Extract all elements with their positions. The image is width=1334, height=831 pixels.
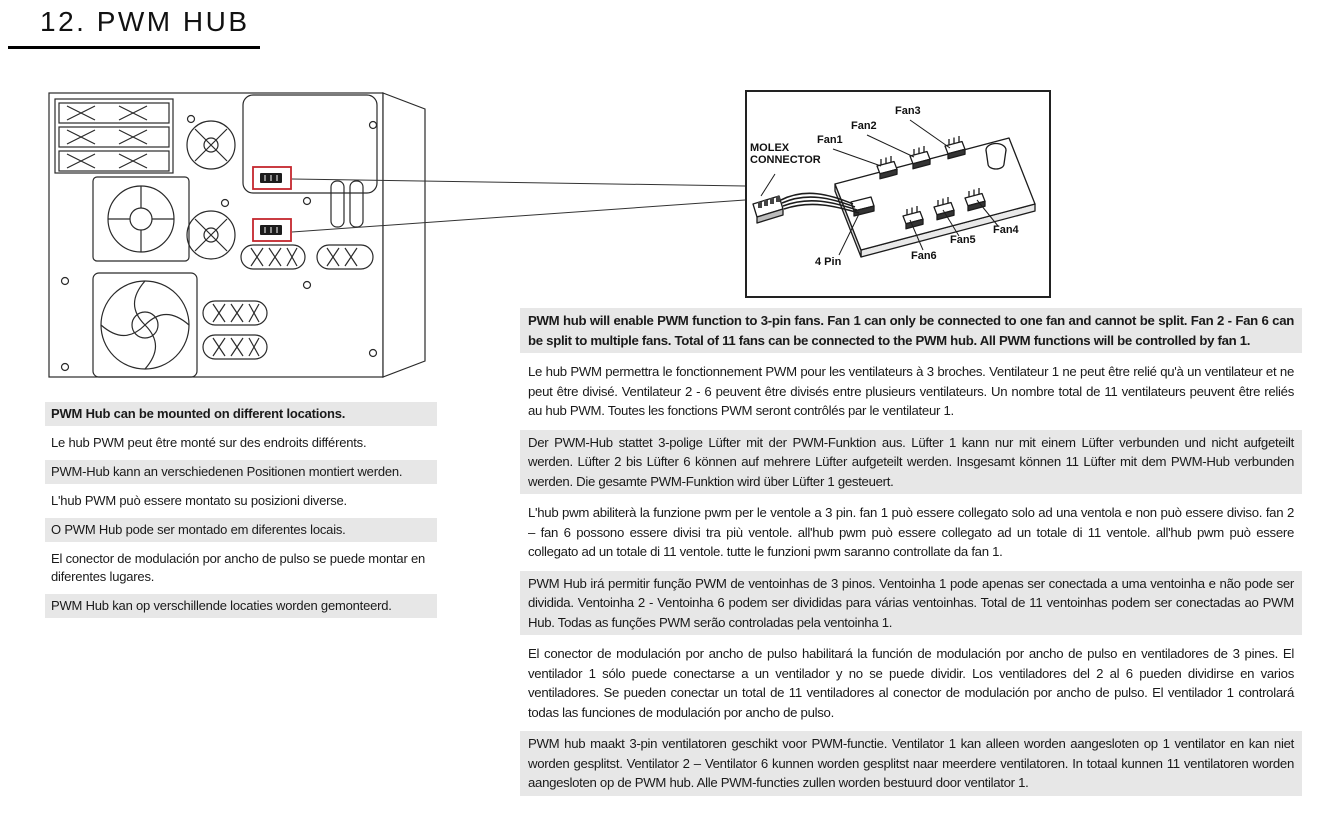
pwm-description-de: Der PWM-Hub stattet 3-polige Lüfter mit … [520, 429, 1302, 494]
case-diagram-art [48, 92, 426, 378]
pwm-description-es: El conector de modulación por ancho de p… [528, 646, 1294, 720]
pwm-description-pt: PWM Hub irá permitir função PWM de vento… [520, 570, 1302, 635]
pwm-descriptions: PWM hub will enable PWM function to 3-pi… [520, 308, 1302, 802]
fan4-label: Fan4 [993, 224, 1019, 236]
molex-connector-label: MOLEX CONNECTOR [750, 142, 821, 166]
mount-note-pt: O PWM Hub pode ser montado em diferentes… [45, 518, 437, 542]
mount-note-fr: Le hub PWM peut être monté sur des endro… [51, 435, 367, 450]
pwm-description-fr: Le hub PWM permettra le fonctionnement P… [528, 364, 1294, 418]
mount-note-de: PWM-Hub kann an verschiedenen Positionen… [45, 460, 437, 484]
hub-location-markers [252, 166, 292, 242]
mount-notes: PWM Hub can be mounted on different loca… [45, 402, 437, 623]
four-pin-label: 4 Pin [815, 256, 842, 268]
fan3-label: Fan3 [895, 105, 921, 117]
mount-note-en: PWM Hub can be mounted on different loca… [45, 402, 437, 426]
fan1-label: Fan1 [817, 134, 843, 146]
page-title: 12. PWM HUB [40, 6, 250, 37]
pwm-hub-diagram: MOLEX CONNECTOR Fan1 Fan2 Fan3 Fan4 Fan5… [745, 90, 1051, 298]
fan2-label: Fan2 [851, 120, 877, 132]
pwm-description-nl: PWM hub maakt 3-pin ventilatoren geschik… [520, 731, 1302, 796]
pwm-description-it: L'hub pwm abiliterà la funzione pwm per … [528, 505, 1294, 559]
mount-note-nl: PWM Hub kan op verschillende locaties wo… [45, 594, 437, 618]
title-rule [8, 46, 260, 49]
case-diagram [45, 85, 430, 385]
fan5-label: Fan5 [950, 234, 976, 246]
pwm-hub-art [752, 119, 1036, 258]
mount-note-it: L'hub PWM può essere montato su posizion… [51, 493, 347, 508]
fan6-label: Fan6 [911, 250, 937, 262]
mount-note-es: El conector de modulación por ancho de p… [51, 551, 426, 584]
pwm-description-en: PWM hub will enable PWM function to 3-pi… [520, 308, 1302, 353]
